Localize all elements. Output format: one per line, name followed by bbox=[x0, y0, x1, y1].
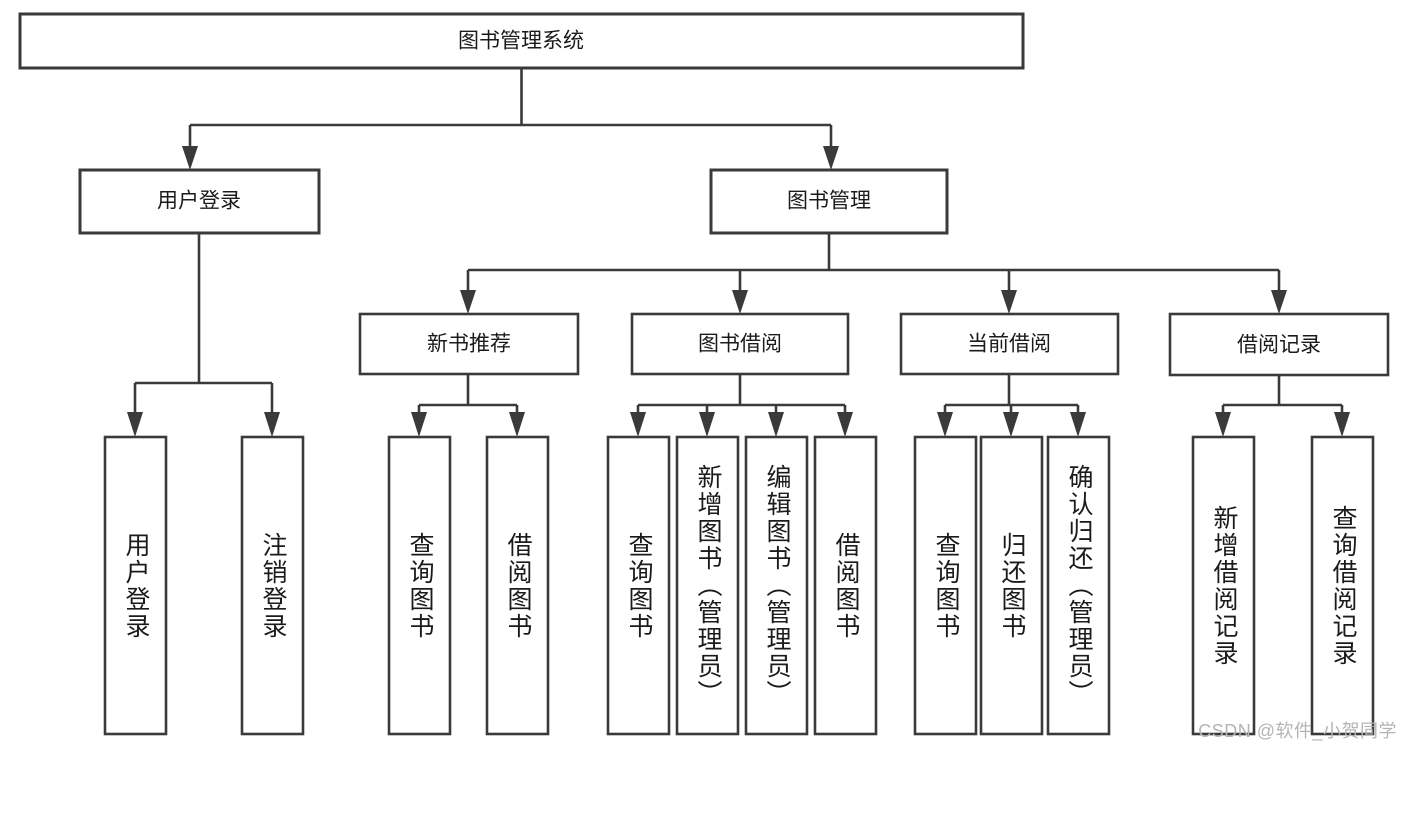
leaf-box-confirm-return-admin[interactable] bbox=[1046, 435, 1111, 736]
node-current-borrow[interactable]: 当前借阅 bbox=[899, 312, 1120, 376]
arrow-borrow-leaf-4 bbox=[837, 412, 853, 437]
node-borrow-records-label: 借阅记录 bbox=[1237, 334, 1321, 357]
node-new-book-recommend-label: 新书推荐 bbox=[427, 333, 511, 356]
leaf-box-return-book[interactable] bbox=[979, 435, 1044, 736]
leaf-box-edit-book-admin[interactable] bbox=[744, 435, 809, 736]
arrow-records-leaf-1 bbox=[1215, 412, 1231, 437]
arrow-records-leaf-2 bbox=[1334, 412, 1350, 437]
leaf-box-query-books-2[interactable] bbox=[606, 435, 671, 736]
node-book-borrow-box[interactable] bbox=[630, 312, 850, 376]
connector-layer bbox=[127, 68, 1350, 437]
arrow-newbook-leaf-2 bbox=[509, 412, 525, 437]
leaf-box-query-books-1[interactable] bbox=[387, 435, 452, 736]
arrow-current-leaf-3 bbox=[1070, 412, 1086, 437]
arrow-root-to-user-login bbox=[182, 146, 198, 170]
arrow-bookmgmt-to-borrow bbox=[732, 290, 748, 314]
arrow-borrow-leaf-3 bbox=[768, 412, 784, 437]
node-user-login-label: 用户登录 bbox=[157, 190, 241, 213]
arrow-root-to-book-mgmt bbox=[823, 146, 839, 170]
node-borrow-records[interactable]: 借阅记录 bbox=[1168, 312, 1390, 377]
leaf-box-borrow-books-1[interactable] bbox=[485, 435, 550, 736]
leaf-box-query-borrow-record[interactable] bbox=[1310, 435, 1375, 736]
arrow-bookmgmt-to-current bbox=[1001, 290, 1017, 314]
watermark-text: CSDN @软件_小贺同学 bbox=[1198, 721, 1397, 741]
node-root-label: 图书管理系统 bbox=[458, 30, 584, 53]
leaf-box-user-login[interactable] bbox=[103, 435, 168, 736]
node-root[interactable]: 图书管理系统 bbox=[18, 12, 1025, 70]
node-book-borrow[interactable]: 图书借阅 bbox=[630, 312, 850, 376]
leaf-box-borrow-books-2[interactable] bbox=[813, 435, 878, 736]
arrow-userlogin-leaf-2 bbox=[264, 412, 280, 437]
arrow-borrow-leaf-1 bbox=[630, 412, 646, 437]
node-current-borrow-label: 当前借阅 bbox=[967, 333, 1051, 356]
node-book-management-box[interactable] bbox=[709, 168, 949, 235]
arrow-bookmgmt-to-records bbox=[1271, 290, 1287, 314]
leaf-box-add-book-admin[interactable] bbox=[675, 435, 740, 736]
flowchart-svg: 图书管理系统 用户登录 图书管理 新书推荐 图书借阅 当前借阅 借阅记录 bbox=[18, 12, 1390, 736]
node-book-management-label: 图书管理 bbox=[787, 190, 871, 213]
arrow-current-leaf-2 bbox=[1003, 412, 1019, 437]
arrow-current-leaf-1 bbox=[937, 412, 953, 437]
node-borrow-records-box[interactable] bbox=[1168, 312, 1390, 377]
node-user-login-box[interactable] bbox=[78, 168, 321, 235]
leaf-box-logout[interactable] bbox=[240, 435, 305, 736]
node-new-book-recommend-box[interactable] bbox=[358, 312, 580, 376]
arrow-borrow-leaf-2 bbox=[699, 412, 715, 437]
arrow-userlogin-leaf-1 bbox=[127, 412, 143, 437]
node-root-box[interactable] bbox=[18, 12, 1025, 70]
node-user-login[interactable]: 用户登录 bbox=[78, 168, 321, 235]
arrow-bookmgmt-to-new-book bbox=[460, 290, 476, 314]
node-book-management[interactable]: 图书管理 bbox=[709, 168, 949, 235]
node-current-borrow-box[interactable] bbox=[899, 312, 1120, 376]
arrow-newbook-leaf-1 bbox=[411, 412, 427, 437]
leaf-box-query-books-3[interactable] bbox=[913, 435, 978, 736]
node-new-book-recommend[interactable]: 新书推荐 bbox=[358, 312, 580, 376]
flowchart-canvas: 图书管理系统 用户登录 图书管理 新书推荐 图书借阅 当前借阅 借阅记录 bbox=[18, 12, 1397, 741]
node-book-borrow-label: 图书借阅 bbox=[698, 333, 782, 356]
leaf-box-add-borrow-record[interactable] bbox=[1191, 435, 1256, 736]
